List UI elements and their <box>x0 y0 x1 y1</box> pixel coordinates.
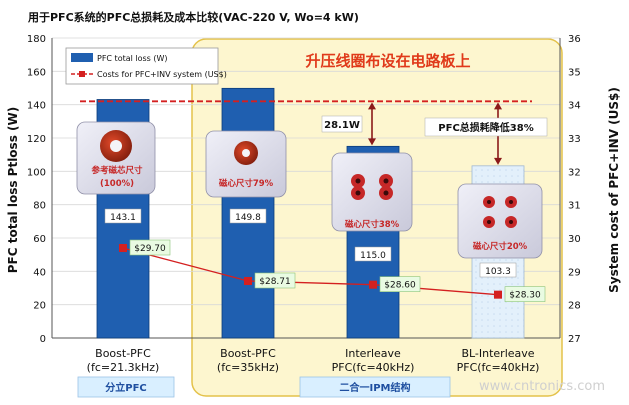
x-tick-label: (fc=35kHz) <box>217 361 279 374</box>
y-tick-label: 100 <box>27 167 46 178</box>
small-core-hole <box>355 190 361 196</box>
y-tick-label: 40 <box>33 267 46 278</box>
data-label: 103.3 <box>485 267 511 277</box>
y2-tick-label: 36 <box>568 34 581 45</box>
y2-tick-label: 30 <box>568 234 581 245</box>
cost-point <box>119 244 127 252</box>
loss-reduction-box <box>424 117 548 137</box>
y2-tick-label: 29 <box>568 267 581 278</box>
y-tick-label: 0 <box>40 334 46 345</box>
y-tick-label: 160 <box>27 67 46 78</box>
data-label-box <box>354 246 392 262</box>
small-core-hole <box>383 178 389 184</box>
x-tick-label: (fc=21.3kHz) <box>87 361 160 374</box>
y2-tick-label: 33 <box>568 134 581 145</box>
axes: 0 20 40 60 80 100 120 140 160 180 27 28 29 30 31 32 33 34… <box>27 34 581 374</box>
small-core-hole <box>355 178 361 184</box>
core-size-label: (100%) <box>100 179 134 189</box>
y-tick-label: 20 <box>33 301 46 312</box>
cost-label-box <box>504 286 546 302</box>
core-size-label: 磁心尺寸20% <box>473 241 528 252</box>
y2-tick-label: 28 <box>568 301 581 312</box>
core-card <box>331 152 413 232</box>
x-tick-label: BL-Interleave <box>461 347 534 360</box>
y-tick-label: 60 <box>33 234 46 245</box>
cost-label: $29.70 <box>134 244 166 254</box>
x-tick-label: PFC(fc=40kHz) <box>332 361 415 374</box>
small-core-hole <box>487 220 491 224</box>
legend: PFC total loss (W) Costs for PFC+INV sys… <box>65 47 227 85</box>
y2-axis-title: System cost of PFC+INV (US$) <box>607 87 621 293</box>
group-label-ipm: 二合一IPM结构 <box>339 381 410 394</box>
cost-label: $28.30 <box>509 291 541 301</box>
chart-title: 用于PFC系统的PFC总损耗及成本比较(VAC-220 V, Wo=4 kW) <box>28 10 359 24</box>
group-label-box-ipm <box>299 376 451 398</box>
arrow-head-down <box>494 157 502 165</box>
y-tick-label: 140 <box>27 101 46 112</box>
data-label: 143.1 <box>110 213 136 223</box>
group-label-discrete: 分立PFC <box>105 381 147 394</box>
x-tick-label: PFC(fc=40kHz) <box>457 361 540 374</box>
loss-diff-label: 28.1W <box>324 120 360 131</box>
data-label: 149.8 <box>235 213 261 223</box>
small-core-hole <box>383 190 389 196</box>
arrow-head-down <box>368 138 376 146</box>
data-label-box <box>104 208 142 224</box>
y2-tick-label: 27 <box>568 334 581 345</box>
group-label-box-discrete <box>77 376 175 398</box>
core-card <box>457 183 543 259</box>
core-size-label: 磁心尺寸38% <box>345 219 400 230</box>
y2-tick-label: 31 <box>568 201 581 212</box>
small-core-hole <box>509 200 513 204</box>
y-tick-label: 80 <box>33 201 46 212</box>
cost-point <box>494 290 502 299</box>
cost-line <box>122 247 499 296</box>
x-tick-label: Boost-PFC <box>220 347 276 360</box>
legend-swatch-loss <box>71 53 93 62</box>
cost-label-box <box>254 272 296 289</box>
core-size-label: 参考磁芯尺寸 <box>91 165 143 176</box>
legend-label-cost: Costs for PFC+INV system (US$) <box>97 70 227 79</box>
y-axis-title: PFC total loss Ptloss (W) <box>6 107 20 273</box>
small-core-hole <box>509 220 513 224</box>
annotations: 28.1W PFC总损耗降低38% 参考磁芯尺寸 (100%) 磁心尺寸79% 磁心尺寸3… <box>76 102 548 259</box>
cost-point <box>244 277 252 285</box>
core-size-label: 磁心尺寸79% <box>219 178 274 189</box>
cost-label-box <box>379 276 421 292</box>
small-core-hole <box>487 200 491 204</box>
cost-label: $28.60 <box>384 281 416 291</box>
cost-label: $28.71 <box>259 277 291 287</box>
data-label: 115.0 <box>360 251 386 261</box>
data-label-box <box>229 208 267 224</box>
cost-point <box>369 280 377 289</box>
toroid-hole <box>242 149 250 157</box>
loss-reduction-label: PFC总损耗降低38% <box>438 121 533 134</box>
cost-label-box <box>129 239 171 256</box>
highlight-title: 升压线圈布设在电路板上 <box>305 52 470 70</box>
x-tick-label: Boost-PFC <box>95 347 151 360</box>
y-tick-label: 120 <box>27 134 46 145</box>
y2-tick-label: 35 <box>568 67 581 78</box>
data-label-box <box>479 262 517 278</box>
legend-label-loss: PFC total loss (W) <box>97 54 168 63</box>
arrow-head-up <box>494 102 502 110</box>
cost-line-series: $29.70 $28.71 $28.60 $28.30 <box>119 239 546 302</box>
loss-diff-box <box>321 115 363 133</box>
arrow-head-up <box>368 102 376 110</box>
y2-tick-label: 34 <box>568 101 581 112</box>
y2-tick-label: 32 <box>568 167 581 178</box>
x-tick-label: Interleave <box>345 347 401 360</box>
y-tick-label: 180 <box>27 34 46 45</box>
watermark: www.cntronics.com <box>479 379 605 394</box>
toroid-hole <box>110 140 122 152</box>
